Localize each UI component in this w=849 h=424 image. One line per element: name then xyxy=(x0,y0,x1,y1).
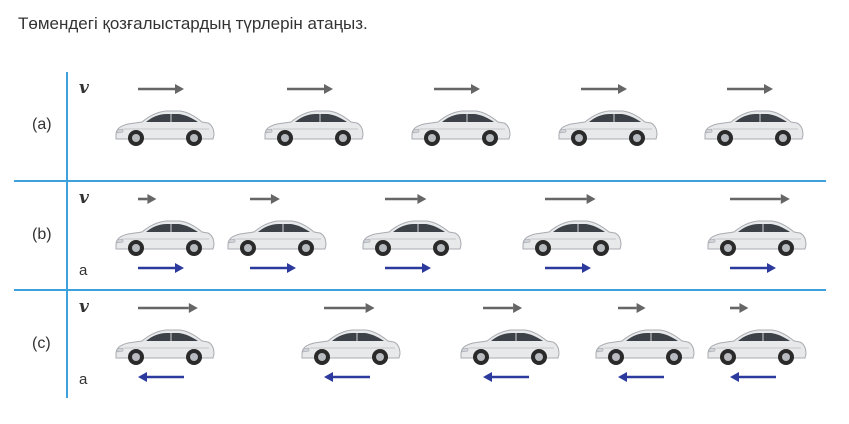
motion-row xyxy=(115,84,804,147)
acceleration-arrow xyxy=(385,263,431,273)
car-icon xyxy=(411,110,511,147)
velocity-arrow xyxy=(618,303,646,313)
car-icon xyxy=(301,329,401,366)
acceleration-arrow xyxy=(730,263,776,273)
acceleration-arrow xyxy=(618,372,664,382)
velocity-arrow xyxy=(324,303,375,313)
acceleration-arrow xyxy=(324,372,370,382)
velocity-arrow xyxy=(434,84,480,94)
velocity-arrow xyxy=(287,84,333,94)
motion-row xyxy=(115,303,807,382)
acceleration-arrow xyxy=(138,263,184,273)
question-text: Төмендегі қозғалыстардың түрлерін атаңыз… xyxy=(18,14,368,33)
velocity-arrow xyxy=(545,194,596,204)
acceleration-symbol: a xyxy=(79,371,88,388)
velocity-arrow xyxy=(730,303,749,313)
car-icon xyxy=(115,110,215,147)
acceleration-arrow xyxy=(483,372,529,382)
car-icon xyxy=(558,110,658,147)
velocity-arrow xyxy=(385,194,427,204)
acceleration-arrow xyxy=(545,263,591,273)
car-icon xyxy=(707,329,807,366)
car-icon xyxy=(704,110,804,147)
row-label: (c) xyxy=(32,334,51,352)
car-icon xyxy=(595,329,695,366)
car-icon xyxy=(115,329,215,366)
velocity-arrow xyxy=(250,194,280,204)
velocity-arrow xyxy=(727,84,773,94)
row-label: (a) xyxy=(32,116,52,133)
motion-row xyxy=(115,194,807,273)
car-icon xyxy=(362,220,462,257)
velocity-arrow xyxy=(138,194,157,204)
velocity-arrow xyxy=(138,303,198,313)
acceleration-symbol: a xyxy=(79,262,88,279)
velocity-arrow xyxy=(483,303,523,313)
velocity-arrow xyxy=(138,84,184,94)
car-icon xyxy=(522,220,622,257)
acceleration-arrow xyxy=(138,372,184,382)
velocity-symbol: v xyxy=(79,78,89,98)
car-icon xyxy=(227,220,327,257)
acceleration-arrow xyxy=(250,263,296,273)
velocity-symbol: v xyxy=(79,297,89,317)
car-icon xyxy=(460,329,560,366)
row-label: (b) xyxy=(32,225,52,243)
acceleration-arrow xyxy=(730,372,776,382)
car-icon xyxy=(115,220,215,257)
velocity-arrow xyxy=(730,194,790,204)
velocity-symbol: v xyxy=(79,188,89,208)
car-icon xyxy=(707,220,807,257)
car-icon xyxy=(264,110,364,147)
velocity-arrow xyxy=(581,84,627,94)
